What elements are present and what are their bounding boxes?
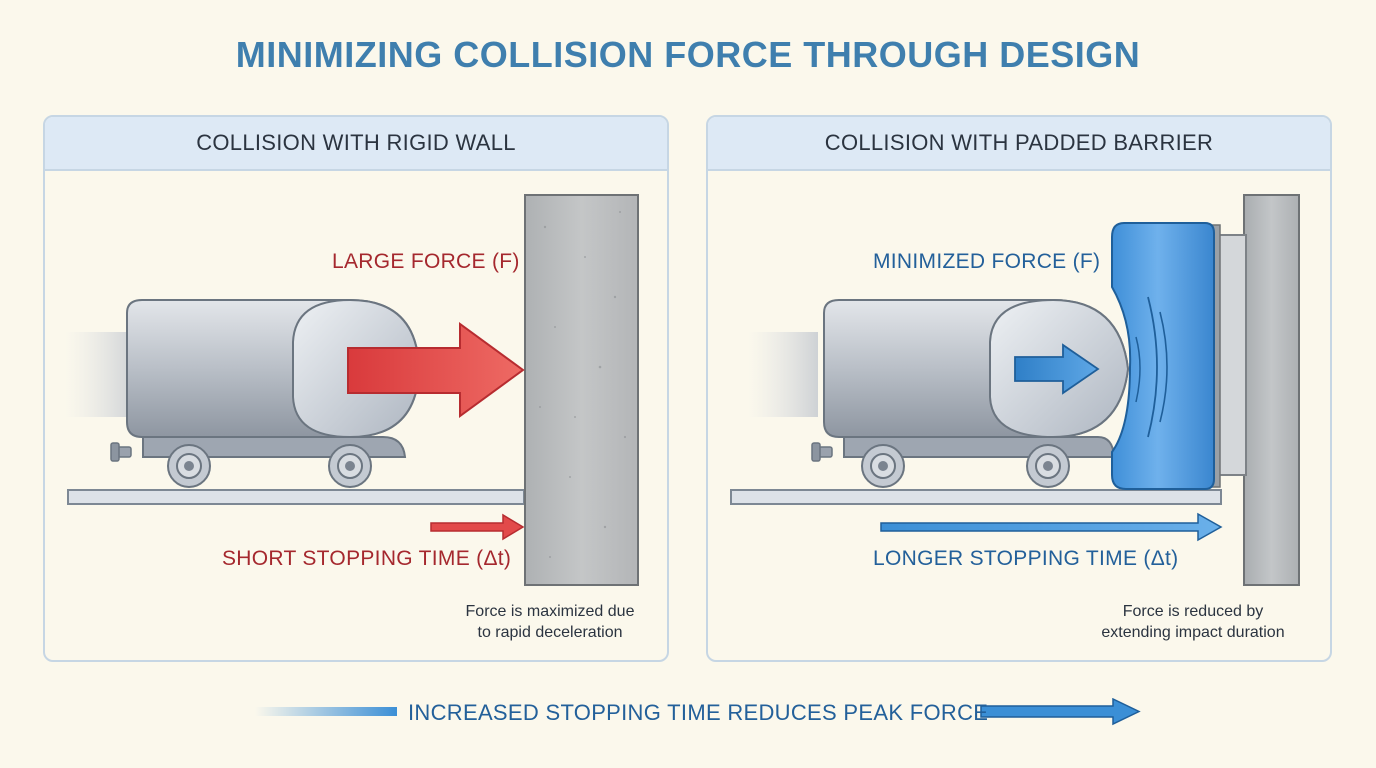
padded-barrier-panel-header: COLLISION WITH PADDED BARRIER — [708, 117, 1330, 171]
rigid-wall-panel-header: COLLISION WITH RIGID WALL — [45, 117, 667, 171]
rigid-wall-note: Force is maximized due to rapid decelera… — [425, 601, 667, 643]
padded-barrier — [1111, 222, 1215, 490]
track-rail — [67, 489, 525, 505]
rigid-wall-note-line1: Force is maximized due — [465, 603, 635, 620]
minimized-force-arrow — [1014, 343, 1100, 395]
track-rail — [730, 489, 1222, 505]
padded-barrier-note-line1: Force is reduced by — [1122, 603, 1264, 620]
short-time-arrow — [430, 513, 525, 541]
padded-barrier-illustration — [730, 194, 1300, 586]
rigid-wall-illustration — [65, 194, 639, 586]
longer-stopping-time-label: LONGER STOPPING TIME (Δt) — [873, 547, 1179, 570]
barrier-back-wall — [1243, 194, 1300, 586]
large-force-label: LARGE FORCE (F) — [332, 250, 520, 273]
padded-barrier-note: Force is reduced by extending impact dur… — [1068, 601, 1318, 643]
rigid-wall — [524, 194, 639, 586]
barrier-mount — [1217, 234, 1247, 476]
footer-fade-bar — [255, 707, 397, 716]
train-car — [811, 298, 1130, 488]
footer-text: INCREASED STOPPING TIME REDUCES PEAK FOR… — [408, 700, 989, 725]
rigid-wall-panel: COLLISION WITH RIGID WALL — [43, 115, 669, 662]
motion-trail — [748, 332, 818, 417]
footer-right-arrow — [980, 698, 1141, 726]
short-stopping-time-label: SHORT STOPPING TIME (Δt) — [222, 547, 512, 570]
longer-time-arrow — [880, 512, 1223, 542]
train-car — [110, 298, 421, 488]
footer-banner: INCREASED STOPPING TIME REDUCES PEAK FOR… — [0, 698, 1376, 728]
page-title: MINIMIZING COLLISION FORCE THROUGH DESIG… — [235, 34, 1141, 75]
padded-barrier-note-line2: extending impact duration — [1101, 624, 1285, 641]
minimized-force-label: MINIMIZED FORCE (F) — [873, 250, 1101, 273]
footer-arrows — [255, 698, 1141, 726]
motion-trail — [65, 332, 135, 417]
padded-barrier-panel: COLLISION WITH PADDED BARRIER — [706, 115, 1332, 662]
rigid-wall-note-line2: to rapid deceleration — [477, 624, 623, 641]
large-force-arrow — [347, 322, 525, 418]
